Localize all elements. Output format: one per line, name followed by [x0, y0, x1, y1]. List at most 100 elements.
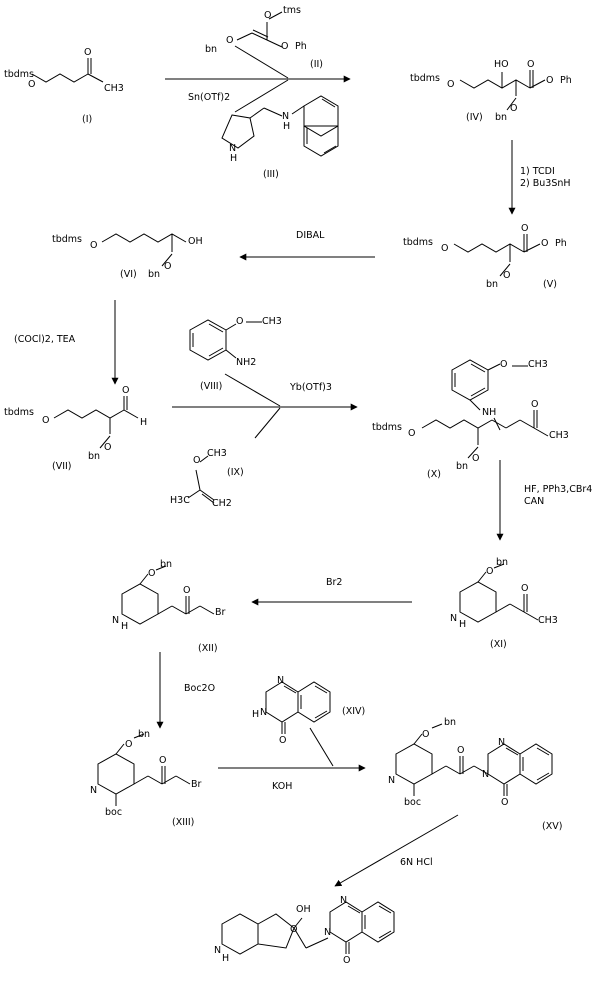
atom-o: O [279, 735, 287, 746]
atom-n: N [340, 895, 348, 906]
atom-n: N [324, 927, 332, 938]
atom-bn: bn [88, 451, 101, 462]
atom-bn: bn [495, 112, 508, 123]
reagent-step5: Yb(OTf)3 [290, 382, 332, 393]
atom-o: O [290, 924, 298, 935]
atom-o: O [226, 35, 234, 46]
atom-n: N [498, 737, 506, 748]
atom-bn: bn [160, 559, 173, 570]
compound-label-XIV: (XIV) [342, 706, 366, 717]
atom-o: O [486, 566, 494, 577]
atom-oh: OH [296, 904, 311, 915]
atom-tbdms: tbdms [410, 73, 440, 84]
arrow-step1-reagent-line-a [234, 45, 289, 79]
atom-ph: Ph [560, 75, 572, 86]
atom-ph: Ph [295, 41, 307, 52]
atom-ch3: CH3 [528, 359, 548, 370]
compound-label-IV: (IV) [466, 112, 483, 123]
atom-h: H [222, 953, 230, 964]
compound-label-XI: (XI) [490, 639, 507, 650]
arrow-step5-reagent-line-b [254, 407, 281, 439]
atom-o: O [28, 79, 36, 90]
atom-ch3: CH3 [207, 448, 227, 459]
structure-III [221, 95, 339, 157]
atom-o: O [422, 729, 430, 740]
atom-o: O [183, 585, 191, 596]
atom-o: O [236, 316, 244, 327]
atom-n: N [90, 785, 98, 796]
reagent-step4: (COCl)2, TEA [14, 334, 76, 345]
structure-IX [187, 455, 215, 504]
atom-nh: NH [482, 407, 497, 418]
atom-boc: boc [105, 807, 123, 818]
atom-ch3: CH3 [549, 430, 569, 441]
reagent-step7: Br2 [326, 577, 343, 588]
atom-br: Br [191, 779, 202, 790]
atom-n: N [229, 143, 237, 154]
atom-o: O [441, 243, 449, 254]
reagent-step9: KOH [272, 781, 293, 792]
atom-o: O [148, 568, 156, 579]
atom-n: N [112, 615, 120, 626]
atom-tbdms: tbdms [403, 237, 433, 248]
atom-n: N [388, 775, 396, 786]
atom-o: O [531, 399, 539, 410]
atom-o: O [447, 79, 455, 90]
atom-o: O [104, 442, 112, 453]
atom-o: O [510, 103, 518, 114]
atom-h: H [252, 709, 260, 720]
atom-o: O [122, 385, 130, 396]
atom-ph: Ph [555, 238, 567, 249]
atom-n: N [214, 945, 222, 956]
compound-label-XIII: (XIII) [172, 817, 195, 828]
atom-bn: bn [148, 269, 161, 280]
atom-ch3: CH3 [262, 316, 282, 327]
compound-label-X: (X) [427, 469, 441, 480]
atom-o: O [527, 59, 535, 70]
atom-o: O [546, 75, 554, 86]
reagent-step6-line2: CAN [524, 496, 545, 507]
atom-h: H [230, 153, 238, 164]
atom-o: O [164, 261, 172, 272]
compound-label-III: (III) [263, 169, 279, 180]
atom-tbdms: tbdms [372, 422, 402, 433]
compound-label-II: (II) [310, 59, 324, 70]
atom-o: O [408, 428, 416, 439]
atom-oh: OH [188, 236, 203, 247]
atom-tbdms: tbdms [52, 234, 82, 245]
reagent-step10: 6N HCl [400, 857, 433, 868]
structure-VI [101, 233, 187, 267]
structure-XV [395, 723, 553, 796]
atom-h: H [140, 417, 148, 428]
compound-label-XV: (XV) [542, 821, 563, 832]
compound-label-IX: (IX) [227, 467, 244, 478]
arrow-step9-reagent-line [309, 727, 334, 767]
reagent-step8: Boc2O [184, 683, 216, 694]
atom-o: O [521, 223, 529, 234]
atom-o: O [343, 955, 351, 966]
reagent-step6-line1: HF, PPh3,CBr4 [524, 484, 593, 495]
atom-boc: boc [404, 797, 422, 808]
atom-h: H [459, 619, 467, 630]
compound-label-I: (I) [82, 114, 93, 125]
atom-bn: bn [456, 461, 469, 472]
atom-nh2: NH2 [236, 357, 257, 368]
compound-label-XII: (XII) [198, 643, 218, 654]
atom-o: O [84, 47, 92, 58]
atom-h: H [283, 121, 291, 132]
structure-VII [53, 396, 139, 449]
structure-XIV [265, 681, 331, 734]
atom-ho: HO [494, 59, 509, 70]
structure-X [421, 359, 549, 459]
structure-XII [121, 565, 215, 625]
atom-o: O [501, 797, 509, 808]
atom-h: H [121, 621, 129, 632]
atom-o: O [90, 240, 98, 251]
atom-o: O [125, 739, 133, 750]
atom-o: O [521, 583, 529, 594]
atom-n: N [277, 675, 285, 686]
atom-bn: bn [486, 279, 499, 290]
structure-XI [459, 563, 539, 623]
